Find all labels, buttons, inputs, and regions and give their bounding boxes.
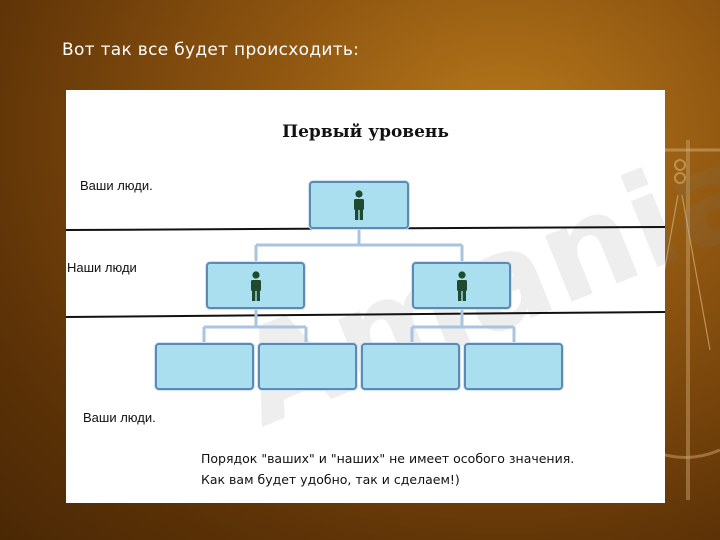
org-node-middle-left [206, 262, 305, 309]
org-node-bottom-4 [464, 343, 563, 390]
org-node-bottom-3 [361, 343, 460, 390]
diagram-lines [66, 90, 665, 503]
person-icon [455, 271, 469, 301]
org-node-bottom-2 [258, 343, 357, 390]
slide-title: Вот так все будет происходить: [62, 40, 359, 60]
note-text: Порядок "ваших" и "наших" не имеет особо… [201, 448, 574, 490]
label-our-people: Наши люди [67, 260, 137, 275]
person-icon [352, 190, 366, 220]
note-line-2: Как вам будет удобно, так и сделаем!) [201, 469, 574, 490]
diagram-panel: Amania Первый уровень Ваши люди. Наши лю… [66, 90, 665, 503]
org-node-bottom-1 [155, 343, 254, 390]
label-your-people-bottom: Ваши люди. [83, 410, 156, 425]
org-node-middle-right [412, 262, 511, 309]
connectors-level1 [256, 229, 462, 262]
label-your-people-top: Ваши люди. [80, 178, 153, 193]
org-node-top [309, 181, 409, 229]
person-icon [249, 271, 263, 301]
note-line-1: Порядок "ваших" и "наших" не имеет особо… [201, 448, 574, 469]
level-heading: Первый уровень [66, 122, 665, 142]
divider-line-bottom [66, 312, 665, 317]
